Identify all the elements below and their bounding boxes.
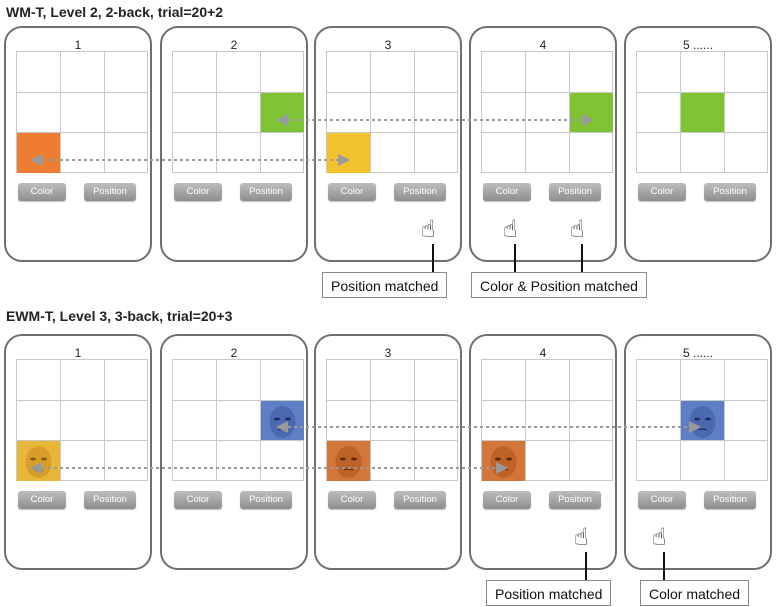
- trial-panel-4: 4 Color Position: [469, 334, 617, 570]
- position-button[interactable]: Position: [240, 183, 292, 201]
- position-button[interactable]: Position: [549, 183, 601, 201]
- color-button[interactable]: Color: [483, 183, 531, 201]
- panel-label: 1: [74, 346, 82, 360]
- panel-label: 3: [384, 38, 392, 52]
- position-button[interactable]: Position: [394, 183, 446, 201]
- position-button[interactable]: Position: [549, 491, 601, 509]
- position-button[interactable]: Position: [704, 491, 756, 509]
- face-stimulus-blue: [261, 401, 304, 440]
- color-button[interactable]: Color: [18, 491, 66, 509]
- color-button[interactable]: Color: [174, 183, 222, 201]
- callout-connector: [585, 552, 587, 580]
- hand-pointer-icon: ☝: [652, 524, 667, 551]
- position-grid: [326, 359, 458, 481]
- panel-label: 5 ......: [682, 346, 713, 360]
- position-grid: [481, 51, 613, 173]
- hand-pointer-icon: ☝: [574, 524, 589, 551]
- panel-label: 4: [539, 346, 547, 360]
- position-grid: [16, 359, 148, 481]
- trial-panel-4: 4 Color Position: [469, 26, 617, 262]
- position-button[interactable]: Position: [240, 491, 292, 509]
- stimulus-cell-green: [570, 93, 613, 132]
- position-grid: [636, 51, 768, 173]
- trial-panel-2: 2 Color Position: [160, 26, 308, 262]
- hand-pointer-icon: ☝: [570, 216, 585, 243]
- color-button[interactable]: Color: [328, 491, 376, 509]
- callout-color-position-matched: Color & Position matched: [471, 272, 647, 298]
- face-stimulus-yellow: [17, 441, 60, 481]
- position-button[interactable]: Position: [84, 491, 136, 509]
- trial-panel-3: 3 Color Position: [314, 334, 462, 570]
- position-grid: [326, 51, 458, 173]
- stimulus-cell-green: [681, 93, 724, 132]
- panel-label: 4: [539, 38, 547, 52]
- stimulus-cell-orange: [17, 133, 60, 173]
- color-button[interactable]: Color: [638, 491, 686, 509]
- panel-label: 1: [74, 38, 82, 52]
- position-button[interactable]: Position: [394, 491, 446, 509]
- stimulus-cell-green: [261, 93, 304, 132]
- trial-panel-1: 1 Color Position: [4, 26, 152, 262]
- position-button[interactable]: Position: [704, 183, 756, 201]
- trial-panel-2: 2 Color Position: [160, 334, 308, 570]
- callout-connector: [663, 552, 665, 580]
- stimulus-cell-yellow: [327, 133, 370, 173]
- panel-label: 2: [230, 38, 238, 52]
- trial-panel-3: 3 Color Position: [314, 26, 462, 262]
- position-grid: [172, 51, 304, 173]
- callout-position-matched: Position matched: [486, 580, 612, 606]
- position-grid: [172, 359, 304, 481]
- panel-label: 3: [384, 346, 392, 360]
- color-button[interactable]: Color: [174, 491, 222, 509]
- color-button[interactable]: Color: [638, 183, 686, 201]
- callout-color-matched: Color matched: [640, 580, 750, 606]
- face-stimulus-blue: [681, 401, 724, 440]
- position-grid: [481, 359, 613, 481]
- panel-label: 5 ......: [682, 38, 713, 52]
- callout-connector: [432, 244, 434, 272]
- face-stimulus-orange: [482, 441, 525, 481]
- section-title-wm-t: WM-T, Level 2, 2-back, trial=20+2: [6, 4, 224, 20]
- callout-connector: [581, 244, 583, 272]
- callout-connector: [514, 244, 516, 272]
- color-button[interactable]: Color: [18, 183, 66, 201]
- position-button[interactable]: Position: [84, 183, 136, 201]
- panel-label: 2: [230, 346, 238, 360]
- hand-pointer-icon: ☝: [503, 216, 518, 243]
- trial-panel-5: 5 ...... Color Position: [624, 26, 772, 262]
- face-stimulus-orange: [327, 441, 370, 481]
- trial-panel-1: 1 Color Position: [4, 334, 152, 570]
- hand-pointer-icon: ☝: [421, 216, 436, 243]
- position-grid: [16, 51, 148, 173]
- color-button[interactable]: Color: [328, 183, 376, 201]
- trial-panel-5: 5 ...... Color Position: [624, 334, 772, 570]
- position-grid: [636, 359, 768, 481]
- color-button[interactable]: Color: [483, 491, 531, 509]
- callout-position-matched: Position matched: [322, 272, 448, 298]
- section-title-ewm-t: EWM-T, Level 3, 3-back, trial=20+3: [6, 308, 233, 324]
